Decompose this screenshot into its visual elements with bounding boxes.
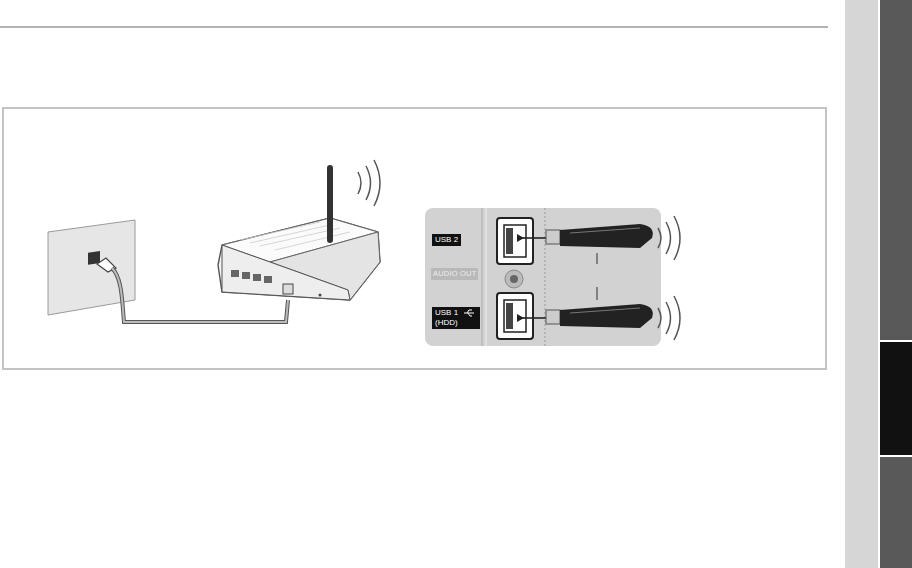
port-name: USB 2 [435, 235, 458, 245]
port-name: USB 1 (HDD) [435, 308, 465, 328]
port-name: AUDIO OUT [433, 269, 476, 279]
port-label: AUDIO OUT [431, 268, 478, 280]
port-label: USB 1 (HDD) [432, 307, 480, 329]
port-label: USB 2 [432, 234, 461, 246]
usb-icon [463, 309, 475, 317]
